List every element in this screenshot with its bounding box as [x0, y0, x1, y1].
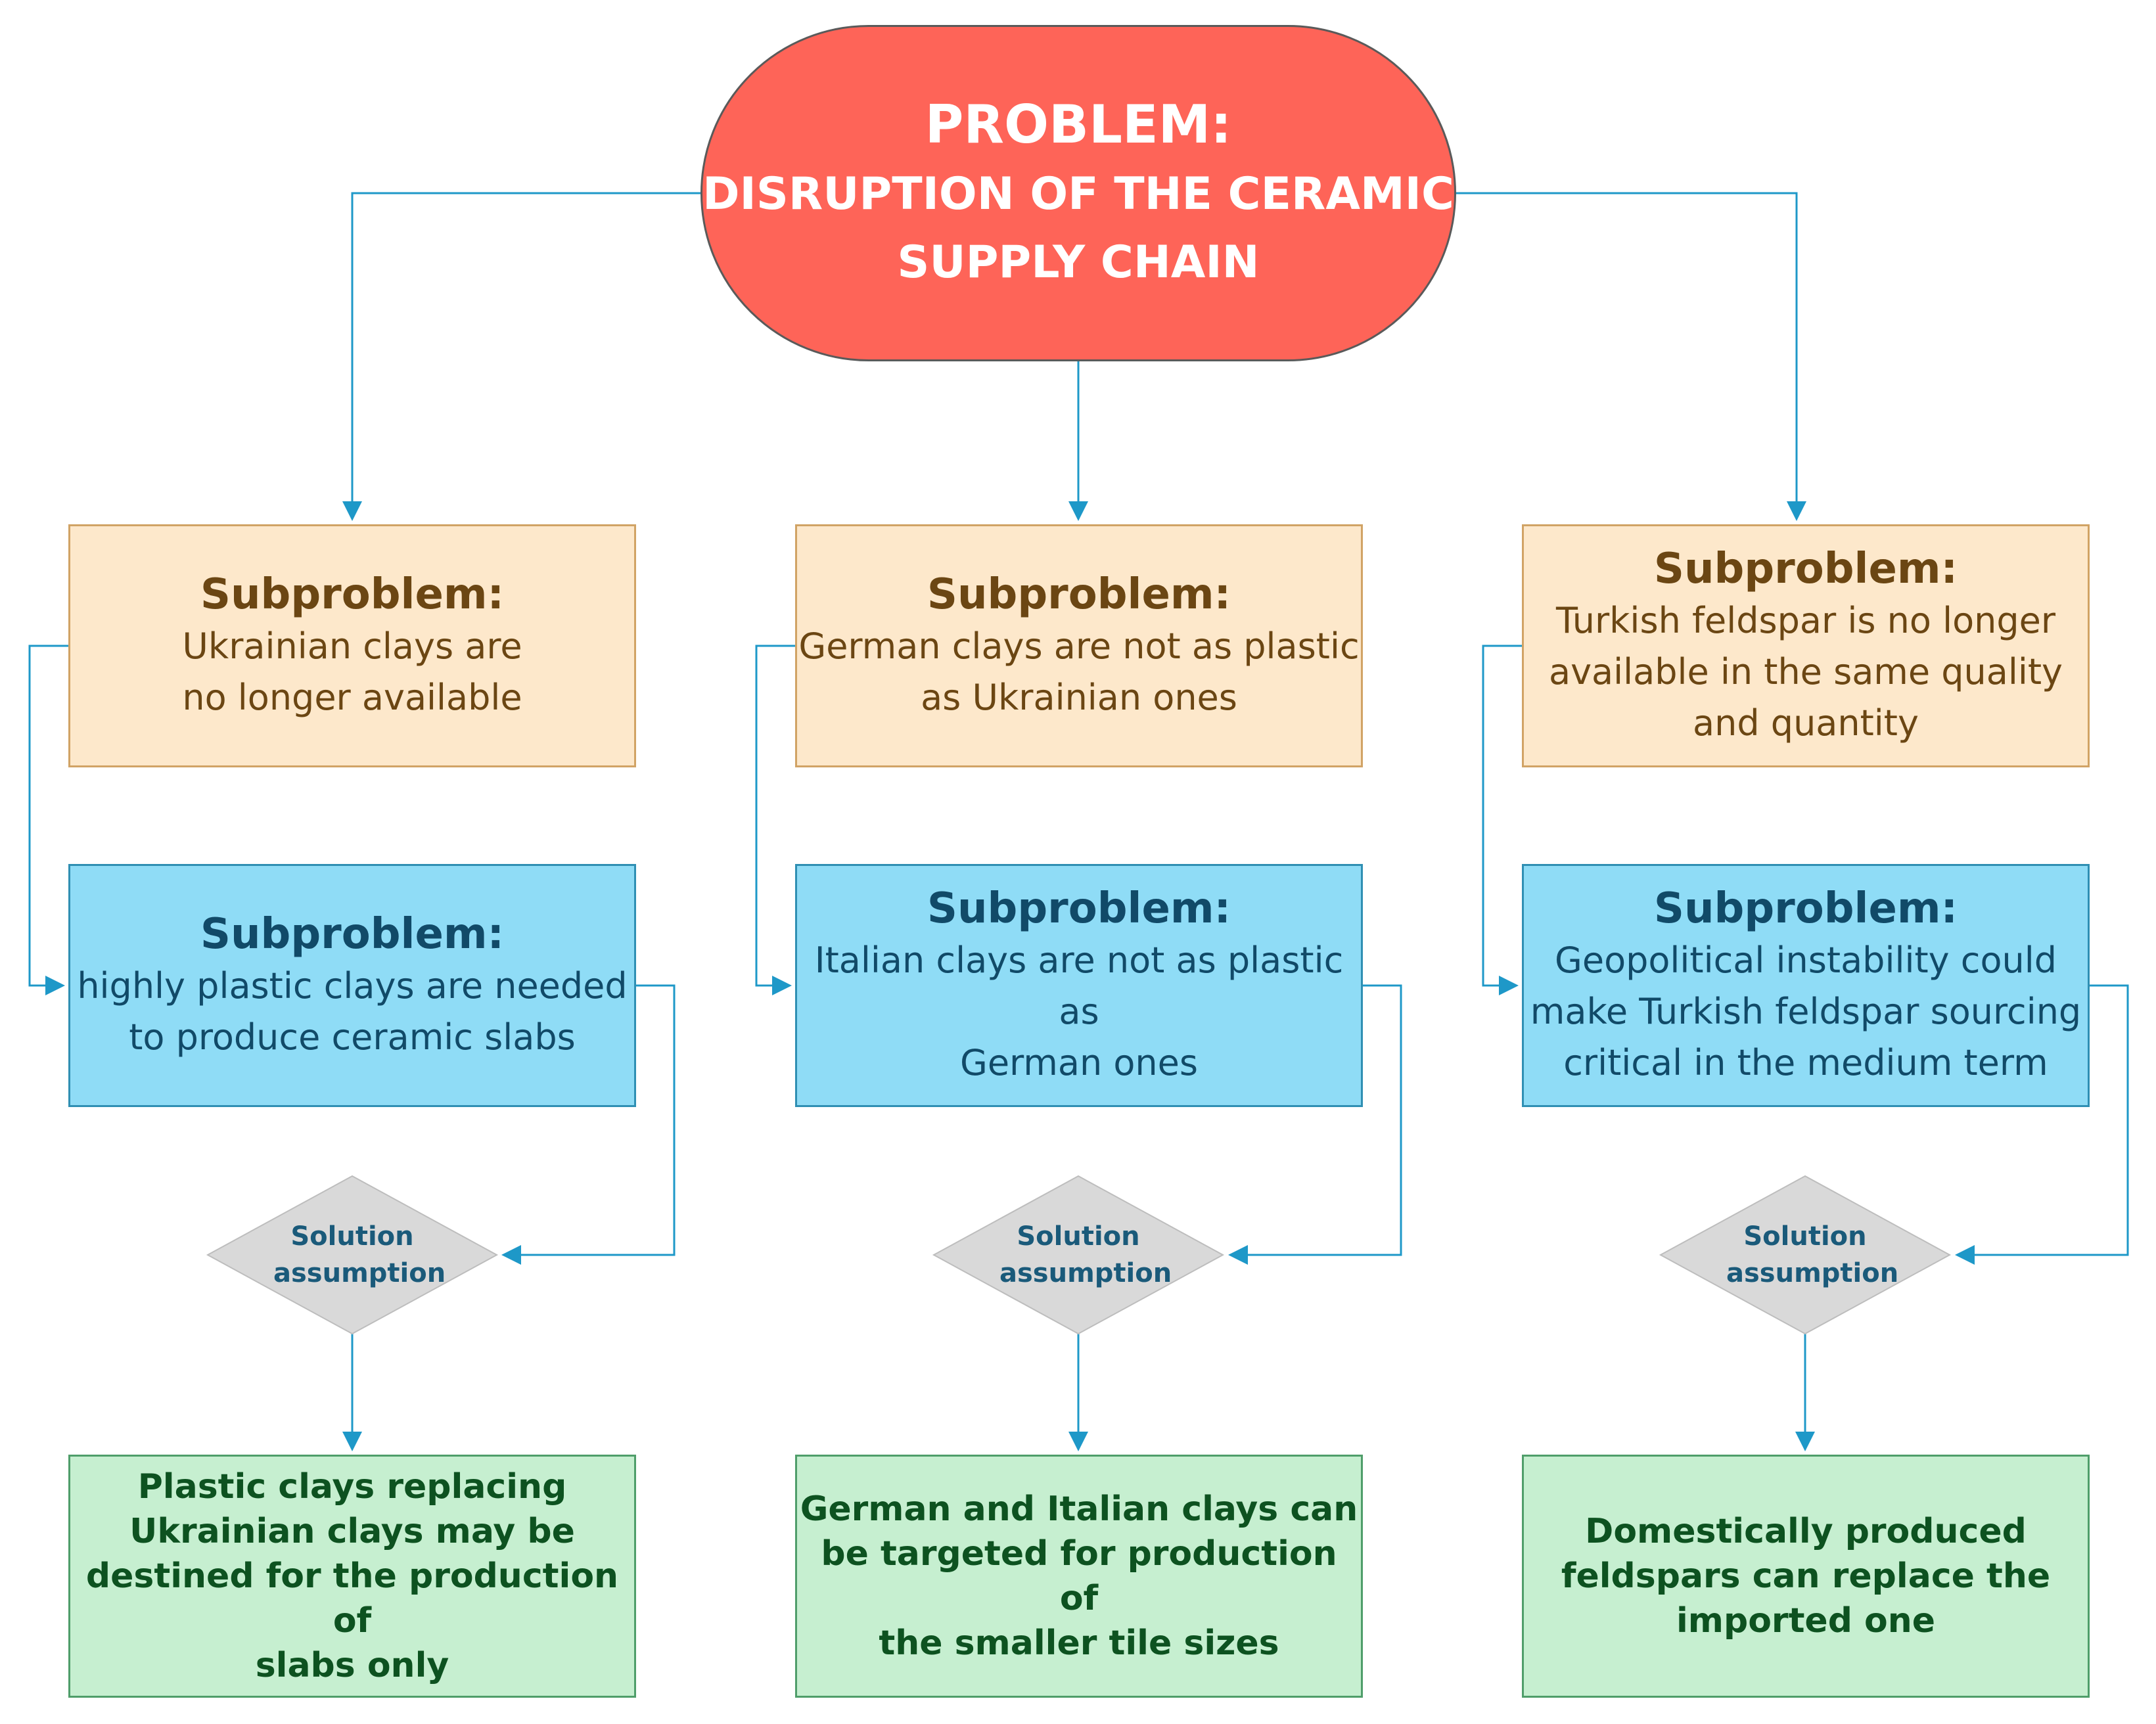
connector-col1-sub1-to-sub2 — [28, 645, 68, 995]
result-line: destined for the production of — [85, 1556, 619, 1641]
subproblem2-line: make Turkish feldspar sourcing — [1530, 991, 2082, 1032]
connector-col1-sub2-to-decision — [501, 984, 676, 1265]
subproblem-line: Ukrainian clays are — [182, 625, 522, 667]
subproblem-line: Turkish feldspar is no longer — [1555, 600, 2056, 641]
decision-label-col2: Solution assumption — [999, 1218, 1172, 1292]
subproblem2-box-col2: Subproblem: Italian clays are not as pla… — [795, 864, 1363, 1107]
result-box-col2: German and Italian clays can be targeted… — [795, 1455, 1363, 1698]
subproblem2-line: Italian clays are not as plastic as — [814, 940, 1344, 1032]
problem-line-1: DISRUPTION OF THE CERAMIC — [702, 168, 1454, 220]
subproblem2-box-col3: Subproblem: Geopolitical instability cou… — [1522, 864, 2090, 1107]
result-line: German and Italian clays can — [800, 1489, 1358, 1529]
result-box-col1: Plastic clays replacing Ukrainian clays … — [68, 1455, 636, 1698]
result-line: Plastic clays replacing — [137, 1467, 567, 1507]
subproblem-title: Subproblem: — [1653, 545, 1958, 593]
connector-problem-to-col3 — [1456, 192, 1806, 521]
result-line: slabs only — [255, 1646, 449, 1685]
problem-title: PROBLEM: — [925, 94, 1232, 155]
subproblem2-line: German ones — [959, 1042, 1199, 1083]
subproblem2-line: critical in the medium term — [1563, 1042, 2048, 1083]
decision-diamond-col1 — [206, 1175, 499, 1335]
connector-problem-to-col1 — [342, 192, 700, 521]
subproblem-line: German clays are not as plastic — [798, 625, 1360, 667]
subproblem-box-col3: Subproblem: Turkish feldspar is no longe… — [1522, 524, 2090, 767]
problem-box: PROBLEM: DISRUPTION OF THE CERAMIC SUPPL… — [700, 25, 1456, 361]
subproblem2-line: to produce ceramic slabs — [129, 1016, 576, 1058]
subproblem-box-col2: Subproblem: German clays are not as plas… — [795, 524, 1363, 767]
result-line: Domestically produced — [1585, 1512, 2027, 1551]
subproblem-line: as Ukrainian ones — [921, 677, 1237, 718]
decision-line: Solution — [1743, 1221, 1867, 1252]
decision-line: assumption — [999, 1258, 1172, 1288]
subproblem2-box-col1: Subproblem: highly plastic clays are nee… — [68, 864, 636, 1107]
decision-diamond-col2 — [932, 1175, 1225, 1335]
decision-diamond-col3 — [1659, 1175, 1952, 1335]
subproblem2-title: Subproblem: — [200, 910, 505, 959]
decision-line: assumption — [273, 1258, 446, 1288]
subproblem-line: available in the same quality — [1548, 651, 2063, 692]
problem-line-2: SUPPLY CHAIN — [897, 237, 1260, 288]
subproblem-line: and quantity — [1693, 702, 1919, 744]
subproblem2-title: Subproblem: — [1653, 884, 1958, 933]
subproblem2-line: Geopolitical instability could — [1555, 940, 2057, 981]
subproblem2-line: highly plastic clays are needed — [77, 965, 628, 1007]
decision-line: Solution — [290, 1221, 414, 1252]
result-line: feldspars can replace the — [1561, 1556, 2051, 1596]
decision-label-col3: Solution assumption — [1726, 1218, 1899, 1292]
decision-label-col1: Solution assumption — [273, 1218, 446, 1292]
subproblem-box-col1: Subproblem: Ukrainian clays are no longe… — [68, 524, 636, 767]
result-line: be targeted for production of — [821, 1534, 1337, 1618]
connector-col3-sub1-to-sub2 — [1482, 645, 1522, 995]
result-line: the smaller tile sizes — [879, 1623, 1279, 1663]
subproblem-line: no longer available — [182, 677, 522, 718]
decision-line: Solution — [1017, 1221, 1140, 1252]
subproblem-title: Subproblem: — [927, 570, 1231, 619]
connector-col2-sub1-to-sub2 — [755, 645, 795, 995]
subproblem-title: Subproblem: — [200, 570, 505, 619]
result-box-col3: Domestically produced feldspars can repl… — [1522, 1455, 2090, 1698]
connector-col2-sub2-to-decision — [1228, 984, 1402, 1265]
result-line: Ukrainian clays may be — [129, 1512, 575, 1551]
decision-line: assumption — [1726, 1258, 1899, 1288]
subproblem2-title: Subproblem: — [927, 884, 1231, 933]
connector-col3-sub2-to-decision — [1955, 984, 2129, 1265]
result-line: imported one — [1676, 1601, 1936, 1641]
